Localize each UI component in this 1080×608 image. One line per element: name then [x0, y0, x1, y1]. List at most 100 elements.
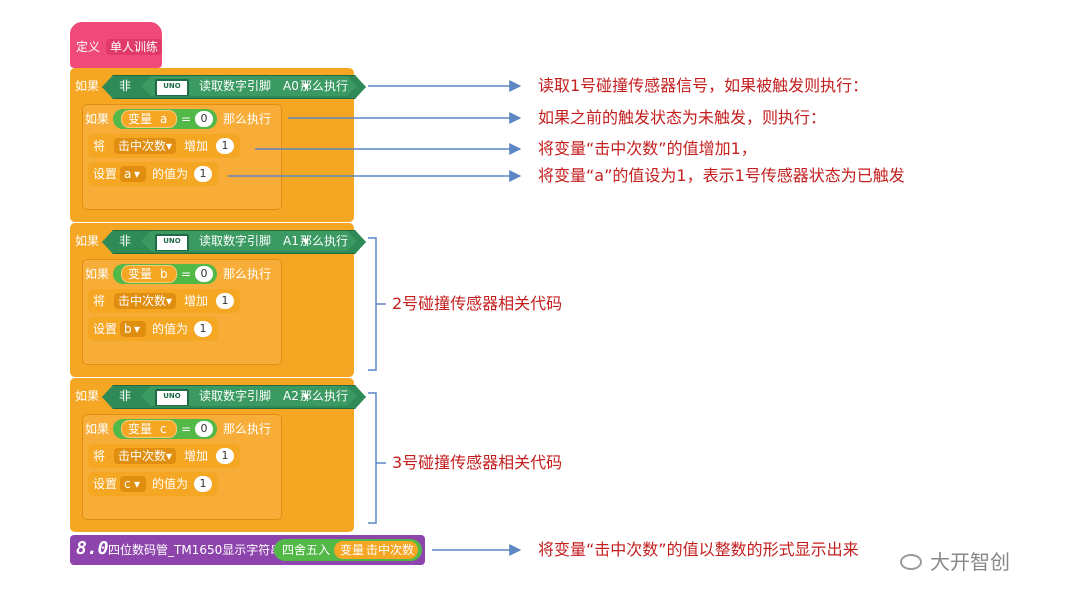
display-block[interactable]: 8.0 四位数码管_TM1650显示字符串 四舍五入 变量 击中次数 [70, 535, 425, 565]
read-pin-label: 读取数字引脚 [199, 234, 272, 248]
var-label: 变量 [128, 112, 153, 126]
display-var-pill[interactable]: 变量 击中次数 [334, 541, 418, 559]
round-block[interactable]: 四舍五入 变量 击中次数 [274, 539, 422, 561]
assign-block[interactable]: 设置 b ▾ 的值为 1 [88, 317, 218, 341]
increment-block[interactable]: 将 击中次数 ▾ 增加 1 [88, 289, 240, 313]
increment-value[interactable]: 1 [216, 138, 234, 154]
inner-then-label: 那么执行 [223, 422, 272, 436]
equals-sign: = [181, 267, 192, 281]
wechat-icon [900, 554, 922, 570]
read-pin-label: 读取数字引脚 [199, 389, 272, 403]
var-pill[interactable]: 变量 c [121, 420, 177, 438]
assign-label: 设置 [93, 322, 118, 336]
uno-board-icon: UNO [155, 234, 189, 252]
chevron-down-icon: ▾ [166, 449, 173, 463]
watermark-text: 大开智创 [930, 550, 1010, 574]
display-var-label: 变量 [340, 543, 365, 557]
assign-value[interactable]: 1 [194, 476, 212, 492]
not-label: 非 [119, 79, 132, 93]
outer-if-label: 如果 [75, 389, 100, 403]
increment-value[interactable]: 1 [216, 448, 234, 464]
read-pin-block[interactable]: UNO 读取数字引脚 A1 ▾ [141, 231, 357, 251]
not-block[interactable]: 非 UNO 读取数字引脚 A2 ▾ [102, 385, 366, 409]
chevron-down-icon: ▾ [303, 389, 310, 403]
pin-dropdown[interactable]: A0 [283, 79, 299, 93]
increment-var-dropdown[interactable]: 击中次数 ▾ [114, 448, 176, 464]
annotation-3: 将变量“击中次数”的值增加1， [538, 139, 757, 158]
chevron-down-icon: ▾ [303, 234, 310, 248]
inner-if-label: 如果 [85, 267, 110, 281]
define-block[interactable]: 定义 单人训练 [70, 22, 163, 68]
annotation-sensor-3: 3号碰撞传感器相关代码 [392, 453, 563, 472]
var-name: a [160, 112, 168, 126]
define-name[interactable]: 单人训练 [106, 39, 163, 55]
pin-dropdown[interactable]: A1 [283, 234, 299, 248]
annotation-sensor-2: 2号碰撞传感器相关代码 [392, 294, 563, 313]
inner-then-label: 那么执行 [223, 267, 272, 281]
var-name: c [160, 422, 167, 436]
var-pill[interactable]: 变量 a [121, 110, 177, 128]
compare-block[interactable]: 变量 c = 0 [113, 419, 217, 439]
var-pill[interactable]: 变量 b [121, 265, 177, 283]
assign-value[interactable]: 1 [194, 166, 212, 182]
annotation-1: 读取1号碰撞传感器信号，如果被触发则执行： [538, 76, 869, 95]
chevron-down-icon: ▾ [166, 139, 173, 153]
chevron-down-icon: ▾ [134, 477, 141, 491]
annotation-2: 如果之前的触发状态为未触发，则执行： [538, 108, 827, 127]
compare-value[interactable]: 0 [195, 111, 213, 127]
watermark: 大开智创 [900, 548, 1060, 578]
compare-value[interactable]: 0 [195, 266, 213, 282]
assign-label: 设置 [93, 167, 118, 181]
not-label: 非 [119, 234, 132, 248]
compare-block[interactable]: 变量 a = 0 [113, 109, 217, 129]
assign-block[interactable]: 设置 c ▾ 的值为 1 [88, 472, 218, 496]
outer-then-label: 那么执行 [300, 234, 349, 248]
assign-var-dropdown[interactable]: c ▾ [120, 476, 146, 492]
assign-to-label: 的值为 [152, 167, 189, 181]
segment-display-icon: 8.0 [76, 538, 109, 559]
uno-board-icon: UNO [155, 79, 189, 97]
outer-if-label: 如果 [75, 79, 100, 93]
equals-sign: = [181, 422, 192, 436]
chevron-down-icon: ▾ [166, 294, 173, 308]
increase-label: 增加 [184, 449, 209, 463]
increment-value[interactable]: 1 [216, 293, 234, 309]
outer-if-label: 如果 [75, 234, 100, 248]
assign-block[interactable]: 设置 a ▾ 的值为 1 [88, 162, 218, 186]
assign-to-label: 的值为 [152, 322, 189, 336]
var-name: b [160, 267, 168, 281]
compare-value[interactable]: 0 [195, 421, 213, 437]
chevron-down-icon: ▾ [134, 322, 141, 336]
assign-value[interactable]: 1 [194, 321, 212, 337]
assign-var-dropdown[interactable]: b ▾ [120, 321, 146, 337]
not-block[interactable]: 非 UNO 读取数字引脚 A1 ▾ [102, 230, 366, 254]
increment-var-dropdown[interactable]: 击中次数 ▾ [114, 138, 176, 154]
outer-then-label: 那么执行 [300, 79, 349, 93]
assign-var-dropdown[interactable]: a ▾ [120, 166, 146, 182]
assign-label: 设置 [93, 477, 118, 491]
increment-block[interactable]: 将 击中次数 ▾ 增加 1 [88, 444, 240, 468]
uno-board-icon: UNO [155, 389, 189, 407]
increase-label: 增加 [184, 139, 209, 153]
outer-then-label: 那么执行 [300, 389, 349, 403]
increment-block[interactable]: 将 击中次数 ▾ 增加 1 [88, 134, 240, 158]
assign-to-label: 的值为 [152, 477, 189, 491]
increment-var-dropdown[interactable]: 击中次数 ▾ [114, 293, 176, 309]
round-label: 四舍五入 [282, 543, 331, 557]
increment-label: 将 [93, 449, 106, 463]
pin-dropdown[interactable]: A2 [283, 389, 299, 403]
chevron-down-icon: ▾ [303, 79, 310, 93]
increment-label: 将 [93, 294, 106, 308]
equals-sign: = [181, 112, 192, 126]
chevron-down-icon: ▾ [134, 167, 141, 181]
not-block[interactable]: 非 UNO 读取数字引脚 A0 ▾ [102, 75, 366, 99]
compare-block[interactable]: 变量 b = 0 [113, 264, 217, 284]
inner-if-label: 如果 [85, 112, 110, 126]
increase-label: 增加 [184, 294, 209, 308]
inner-if-label: 如果 [85, 422, 110, 436]
increment-label: 将 [93, 139, 106, 153]
brace-3 [368, 392, 386, 524]
read-pin-block[interactable]: UNO 读取数字引脚 A2 ▾ [141, 386, 357, 406]
read-pin-block[interactable]: UNO 读取数字引脚 A0 ▾ [141, 76, 357, 96]
var-label: 变量 [128, 267, 153, 281]
